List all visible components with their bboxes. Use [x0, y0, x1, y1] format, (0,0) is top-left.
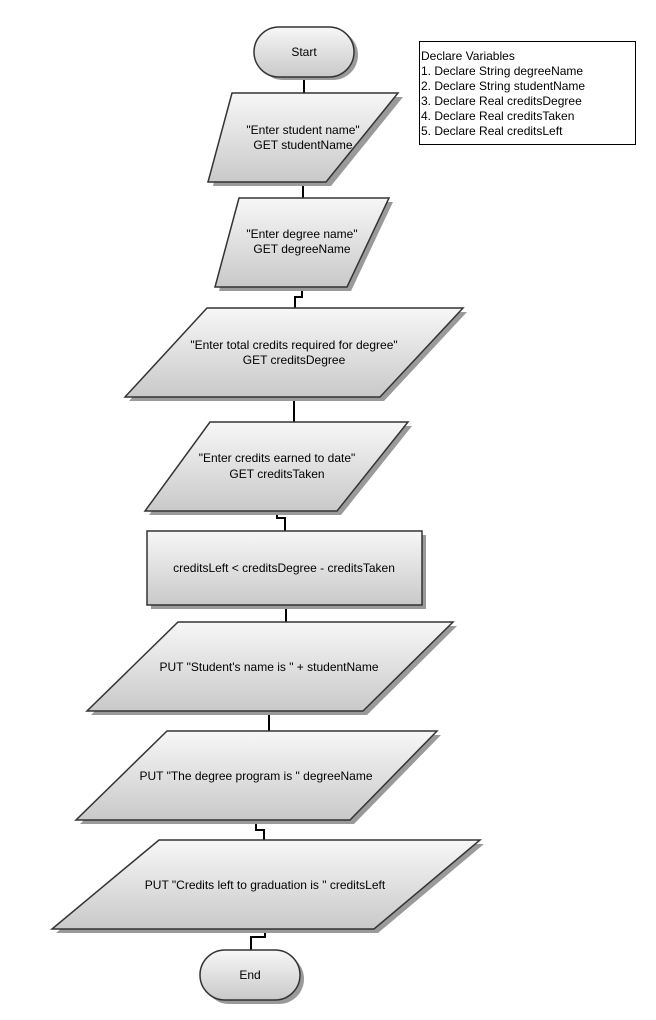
output-student-name-box[interactable]: PUT "Student's name is " + studentName — [85, 621, 457, 715]
input-student-name-line-2: GET studentName — [253, 138, 352, 152]
input-degree-name-shape — [214, 197, 391, 288]
end-terminator-shape — [199, 949, 301, 1001]
declare-variables-border — [419, 41, 636, 145]
process-credits-left-shape — [146, 530, 423, 606]
input-student-name-line-1: "Enter student name" — [246, 123, 359, 137]
process-credits-left-line-1: creditsLeft < creditsDegree - creditsTak… — [173, 561, 395, 575]
input-credits-taken-box[interactable]: "Enter credits earned to date" GET credi… — [143, 421, 412, 515]
connector-line — [255, 820, 265, 840]
input-credits-degree-box[interactable]: "Enter total credits required for degree… — [123, 307, 467, 401]
declare-variable-item: 5. Declare Real creditsLeft — [421, 124, 563, 138]
declare-variable-item: 2. Declare String studentName — [421, 79, 585, 93]
start-label: Start — [291, 45, 317, 59]
output-degree-program-shape — [74, 730, 439, 821]
declare-variables-box[interactable]: Declare Variables 1. Declare String degr… — [419, 41, 636, 145]
start-terminator[interactable]: Start — [253, 26, 358, 80]
input-student-name-shape — [207, 92, 400, 183]
input-degree-name-line-1: "Enter degree name" — [246, 227, 357, 241]
output-student-name-line-1: PUT "Student's name is " + studentName — [159, 660, 378, 674]
output-degree-program-line-1: PUT "The degree program is " degreeName — [139, 769, 372, 783]
input-credits-degree-line-2: GET creditsDegree — [243, 353, 346, 367]
input-degree-name-line-2: GET degreeName — [253, 242, 350, 256]
output-student-name-shape — [85, 621, 455, 712]
declare-variables-title: Declare Variables — [421, 49, 515, 63]
input-credits-taken-shape — [143, 421, 410, 512]
input-credits-taken-line-1: "Enter credits earned to date" — [199, 451, 356, 465]
declare-variable-item: 1. Declare String degreeName — [421, 64, 583, 78]
declare-variable-item: 3. Declare Real creditsDegree — [421, 94, 582, 108]
output-degree-program-box[interactable]: PUT "The degree program is " degreeName — [74, 730, 441, 824]
output-credits-left-shape — [49, 839, 483, 930]
process-credits-left-box[interactable]: creditsLeft < creditsDegree - creditsTak… — [146, 530, 426, 609]
input-degree-name-box[interactable]: "Enter degree name" GET degreeName — [214, 197, 393, 291]
output-credits-left-line-1: PUT "Credits left to graduation is " cre… — [145, 878, 386, 892]
end-terminator[interactable]: End — [199, 949, 304, 1004]
connector-line — [294, 287, 303, 308]
end-label: End — [239, 968, 260, 982]
input-student-name-box[interactable]: "Enter student name" GET studentName — [207, 92, 403, 186]
start-terminator-shape — [253, 26, 355, 78]
output-credits-left-box[interactable]: PUT "Credits left to graduation is " cre… — [49, 839, 484, 933]
input-credits-degree-shape — [123, 307, 465, 398]
declare-variable-item: 4. Declare Real creditsTaken — [421, 109, 574, 123]
input-credits-degree-line-1: "Enter total credits required for degree… — [190, 338, 397, 352]
input-credits-taken-line-2: GET creditsTaken — [229, 467, 324, 481]
